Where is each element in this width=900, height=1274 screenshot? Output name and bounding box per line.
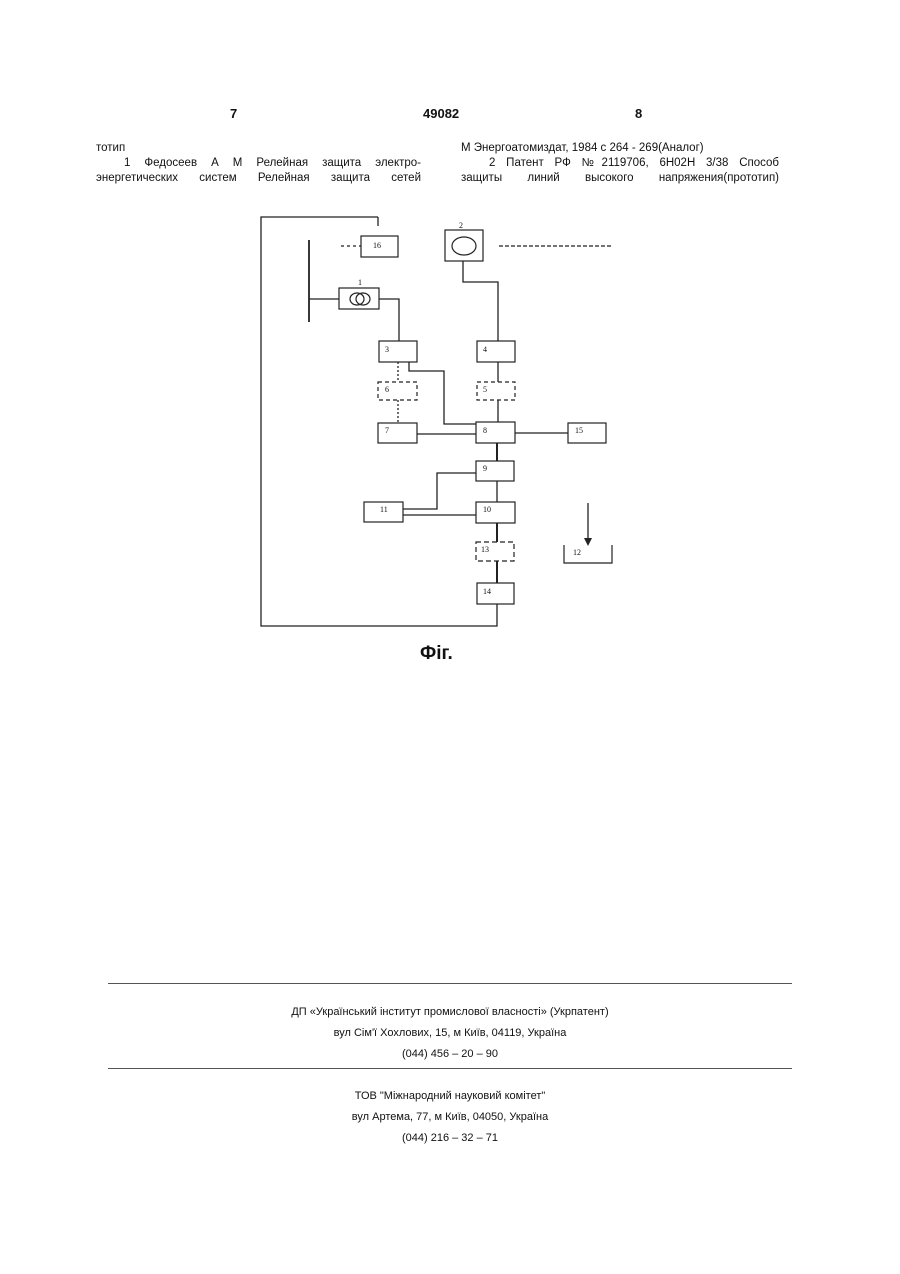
label-14: 14 bbox=[483, 587, 491, 596]
org2-phone: (044) 216 – 32 – 71 bbox=[0, 1128, 900, 1149]
block-diagram: 16 2 1 3 4 6 5 7 8 15 9 11 10 12 13 14 bbox=[0, 0, 900, 700]
figure-caption: Фіг. bbox=[420, 643, 453, 665]
label-16: 16 bbox=[373, 241, 381, 250]
block-7 bbox=[378, 423, 417, 443]
label-15: 15 bbox=[575, 426, 583, 435]
footer-rule-top bbox=[108, 983, 792, 984]
label-12: 12 bbox=[573, 548, 581, 557]
block-15 bbox=[568, 423, 606, 443]
block-1 bbox=[339, 288, 379, 309]
block-10 bbox=[476, 502, 515, 523]
label-11: 11 bbox=[380, 505, 388, 514]
org1-address: вул Сім'ї Хохлових, 15, м Київ, 04119, У… bbox=[0, 1023, 900, 1044]
label-7: 7 bbox=[385, 426, 389, 435]
footer-org-1: ДП «Український інститут промислової вла… bbox=[0, 1002, 900, 1065]
label-5: 5 bbox=[483, 385, 487, 394]
block-6 bbox=[378, 382, 417, 400]
label-13: 13 bbox=[481, 545, 489, 554]
block-8 bbox=[476, 422, 515, 443]
label-9: 9 bbox=[483, 464, 487, 473]
org1-name: ДП «Український інститут промислової вла… bbox=[0, 1002, 900, 1023]
block-2 bbox=[445, 230, 483, 261]
block-9 bbox=[476, 461, 514, 481]
footer-rule-middle bbox=[108, 1068, 792, 1069]
arrow-head bbox=[584, 538, 592, 546]
footer-org-2: ТОВ "Міжнародний науковий комітет" вул А… bbox=[0, 1086, 900, 1149]
label-2: 2 bbox=[459, 221, 463, 230]
org2-name: ТОВ "Міжнародний науковий комітет" bbox=[0, 1086, 900, 1107]
label-1: 1 bbox=[358, 278, 362, 287]
label-8: 8 bbox=[483, 426, 487, 435]
label-4: 4 bbox=[483, 345, 487, 354]
org2-address: вул Артема, 77, м Київ, 04050, Україна bbox=[0, 1107, 900, 1128]
org1-phone: (044) 456 – 20 – 90 bbox=[0, 1044, 900, 1065]
label-10: 10 bbox=[483, 505, 491, 514]
feedback-line bbox=[261, 217, 497, 626]
block-12 bbox=[564, 545, 612, 563]
label-3: 3 bbox=[385, 345, 389, 354]
label-6: 6 bbox=[385, 385, 389, 394]
